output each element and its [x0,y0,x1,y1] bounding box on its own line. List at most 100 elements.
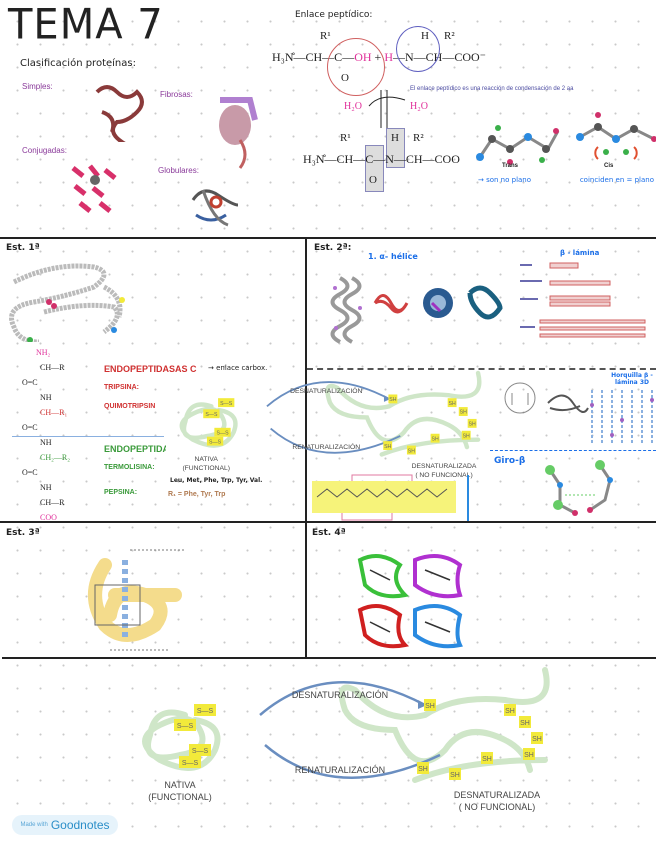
thiol-tag: SH [383,441,393,451]
conjugated-protein-image [71,164,117,213]
denatured-strand [338,667,550,783]
chain-coo: COO [40,513,57,522]
tag-text: SH [389,397,396,403]
divider-middle [0,521,656,523]
denaturation-label: DESNATURALIZACIÓN [290,388,363,395]
denatured-sublabel: ( NO FUNCIONAL) [458,802,536,812]
r2-label: R² [444,30,455,42]
quaternary-structure-image [357,554,463,649]
pepsina-note: R₁ = Phe, Tyr, Trp [168,491,226,498]
chain-ch-r: CH—R [40,498,65,507]
tag-text: S—S [216,430,229,436]
made-with-label: Made with [20,822,48,828]
peptide-bond-heading: Enlace peptídico: [295,10,373,20]
tag-text: SH [520,720,530,727]
denaturation-arrow [259,681,426,716]
denatured-label: DESNATURALIZADA [453,790,541,800]
denatured-strand [325,370,482,457]
thiol-tag: SH [519,716,531,728]
tag-text: SH [532,736,542,743]
product-r1: R¹ [340,132,351,144]
disulfide-tag: S—S [174,719,196,731]
carbonyl-highlight [365,145,384,192]
carboxyl-circle [327,38,385,96]
tag-text: SH [449,401,456,407]
chain-nh2: NH₂ [36,348,51,357]
disulfide-tag: S—S [203,409,220,419]
label-globulares: Globulares: [158,166,199,175]
est1-label: Est. 1ª [6,243,40,253]
hairpin-3d-image [590,390,654,445]
cis-label: Cis [604,163,614,169]
beta-turn-image [545,460,613,516]
tag-text: S—S [220,401,233,407]
chain-ch2-r2: CH₂—R₂ [40,453,71,462]
disulfide-tag: S—S [214,427,231,437]
alpha-helix-label: 1. α- hélice [368,252,418,261]
page-title: TEMA 7 [8,0,164,50]
trans-cis-molecules-image [476,112,656,165]
peptide-chain: NH₂ CH—R O=C NH CH—R₁ O=C NH CH₂—R₂ O=C … [22,345,70,525]
termolisina: TERMOLISINA: [104,464,155,471]
label-conjugadas: Conjugadas: [22,146,67,155]
tag-text: S—S [205,412,218,418]
tag-text: S—S [177,723,194,730]
product-left: H₃N̊—CH— [303,152,366,166]
renaturation-label: RENATURALIZACIÓN [292,444,361,452]
equilibrium-arrows-icon [368,90,406,128]
goodnotes-badge[interactable]: Made with Goodnotes [12,815,118,835]
thiol-tag: SH [447,398,457,408]
native-label: NATIVA [164,780,196,790]
tag-text: SH [469,422,476,428]
thiol-tag: SH [523,748,535,760]
reaction-product: H₃N̊—CH—C—N—CH—COO [303,152,460,166]
chain-co: O=C [22,423,38,432]
classification-heading: Clasificación proteínas: [20,58,136,69]
cis-note: coinciden en = plano [579,176,654,184]
thiol-tag: SH [424,699,436,711]
tag-text: SH [408,448,415,454]
pepsina: PEPSINA: [104,489,138,496]
beta-sheet-structure-image [312,474,469,521]
tag-text: S—S [192,748,209,755]
cleavage-line [12,436,164,437]
r1-label: R¹ [320,30,331,42]
tag-text: S—S [197,708,214,715]
tag-text: SH [384,444,391,450]
water-in: H₂O [344,101,362,112]
product-r2: R² [413,132,424,144]
divider-top [0,237,656,239]
tag-text: SH [450,772,460,779]
native-label: NATIVA [194,455,218,463]
native-strand [179,402,238,448]
beta-sheet-label: β - lámina [560,249,600,257]
est4-label: Est. 4ª [312,528,346,538]
thiol-tag: SH [481,752,493,764]
thiol-tag: SH [458,407,468,416]
disulfide-tag: S—S [218,398,235,408]
tag-text: SH [431,436,438,442]
disulfide-tag: S—S [179,756,201,768]
chain-co: O=C [22,468,38,477]
chain-nh: NH [40,483,52,492]
primary-sequence-image [9,263,125,342]
thiol-tag: SH [406,445,416,455]
endopeptidasas-c: ENDOPEPTIDASAS C [104,364,197,374]
native-strand [142,709,221,771]
tag-text: SH [418,766,428,773]
denatured-label: DESNATURALIZADA [411,463,477,470]
product-h: H [391,132,399,144]
trans-note: → son no plano [478,176,532,184]
divider-bottom [2,657,656,659]
hydrogen: H [384,50,393,64]
thiol-tag: SH [531,732,543,744]
simple-protein-image [95,85,144,142]
tag-text: SH [460,410,467,416]
beta-sheet-images [520,262,646,338]
renaturation-arrow [264,744,441,779]
disulfide-tag: S—S [194,704,216,716]
termolisina-note: Leu, Met, Phe, Trp, Tyr, Val. [170,477,263,484]
